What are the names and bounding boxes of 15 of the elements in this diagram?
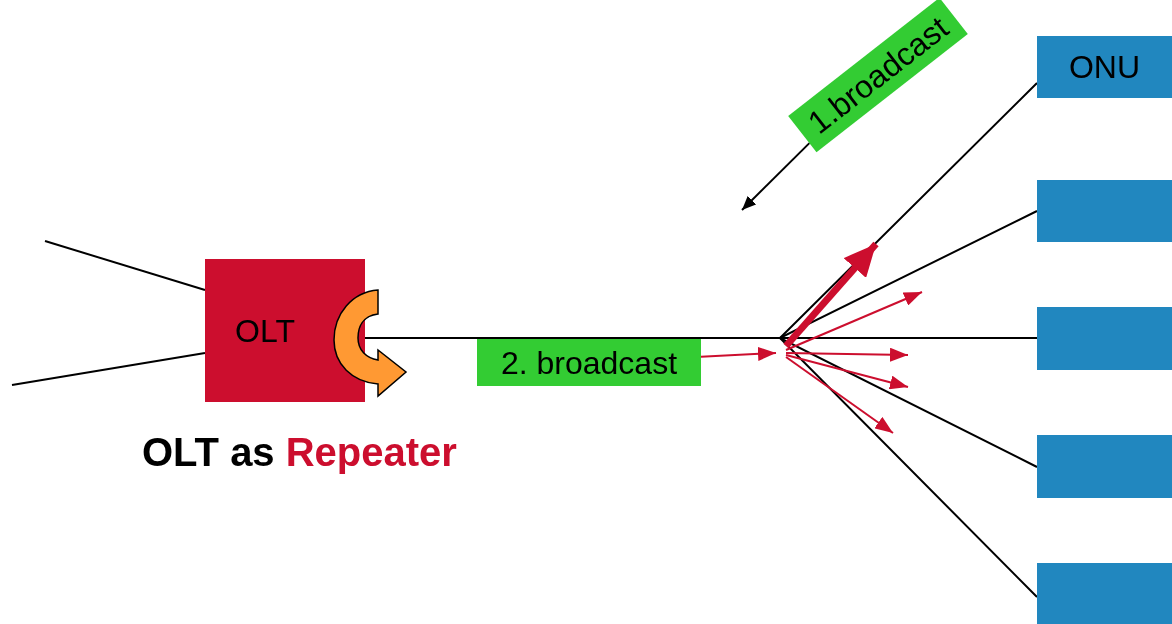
node-label: OLT [235, 314, 295, 347]
onu-box [1037, 180, 1172, 242]
onu-box [1037, 307, 1172, 370]
onu-box [1037, 563, 1172, 624]
connector-line [11, 352, 206, 386]
onu-box [1037, 435, 1172, 498]
olt-box [205, 259, 365, 402]
caption: OLT as Repeater [142, 432, 457, 472]
connector-line [741, 142, 811, 211]
connector-line [700, 346, 777, 361]
node-label: ONU [1068, 51, 1141, 83]
connector-line [44, 240, 206, 291]
node-label: 2. broadcast [500, 346, 678, 379]
step-label [477, 339, 701, 386]
onu-box [1037, 36, 1172, 98]
